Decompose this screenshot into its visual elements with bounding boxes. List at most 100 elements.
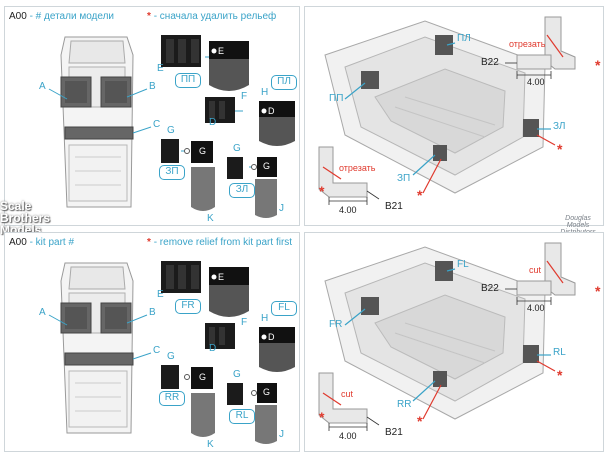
cut-text-1: отрезать (509, 39, 546, 49)
chassis-drawing (318, 242, 576, 431)
callout-A: A (39, 307, 46, 318)
callout-F: F (241, 317, 248, 328)
position-label-rear-right: ЗП (397, 173, 411, 184)
pe-part-E (161, 261, 201, 293)
relief-note-text: - сначала удалить рельеф (153, 11, 277, 22)
leader-lines (48, 314, 152, 360)
chassis-body (324, 20, 546, 194)
pe-label-E: E (218, 46, 225, 56)
part-label-b22: B22 (481, 57, 499, 68)
pe-label-G-left: G (199, 146, 207, 156)
cabin-frame (60, 262, 134, 434)
position-label-front-right: FR (329, 319, 343, 330)
position-label-rear-left: ЗЛ (553, 121, 566, 132)
callout-D: D (209, 117, 217, 128)
callout-G-left: G (167, 351, 175, 362)
asterisk-icon: * (557, 141, 563, 157)
position-label-rear-left: RL (553, 347, 566, 358)
relief-note: * - remove relief from kit part first (147, 237, 292, 248)
callout-G-right: G (233, 369, 241, 380)
asterisk-icon: * (595, 57, 601, 73)
relief-note: * - сначала удалить рельеф (147, 11, 276, 22)
callout-A: A (39, 81, 46, 92)
callout-J: J (279, 429, 284, 440)
panel-top-right-ru: ПЛ ПП ЗЛ ЗП B22 B21 отрезать отрезать 4.… (304, 6, 604, 236)
position-tag-rear-left: ЗЛ (229, 183, 255, 198)
cut-diagram-b21 (318, 372, 380, 431)
panel-subtitle: - kit part # (29, 237, 75, 248)
callout-H: H (261, 313, 269, 324)
cut-text-1: cut (529, 265, 542, 275)
part-code-label: A00 (9, 237, 27, 248)
callout-C: C (153, 119, 161, 130)
watermark-line: Brothers (0, 211, 51, 225)
panel-header: A00 - # детали модели (9, 11, 114, 22)
pe-part-D (205, 97, 235, 123)
pe-label-G-right: G (263, 387, 271, 397)
pe-part-H (259, 101, 295, 146)
pe-part-E (161, 35, 201, 67)
pe-label-G-right: G (263, 161, 271, 171)
kit-parts-drawing (48, 35, 295, 218)
pe-part-D (205, 323, 235, 349)
chassis-body (324, 246, 546, 420)
pe-part-H (259, 327, 295, 372)
position-tag-front-left: ПЛ (271, 75, 297, 90)
position-label-front-right: ПП (329, 93, 344, 104)
cut-diagram-b21 (318, 146, 380, 205)
red-leader-lines (422, 360, 556, 420)
callout-K: K (207, 439, 214, 450)
asterisk-icon: * (319, 409, 325, 425)
asterisk-icon: * (417, 187, 423, 203)
watermark-line: Douglas (565, 215, 591, 222)
part-label-b21: B21 (385, 427, 403, 438)
pe-part-F (209, 267, 249, 317)
part-code-label: A00 (9, 11, 27, 22)
cut-diagram-b22 (505, 242, 576, 305)
pe-part-G-left (161, 365, 215, 437)
asterisk-icon: * (417, 413, 423, 429)
panel-header: A00 - kit part # (9, 237, 74, 248)
pe-part-F (209, 41, 249, 91)
pe-label-D: D (268, 332, 275, 342)
relief-note-text: - remove relief from kit part first (153, 237, 293, 248)
panel-bottom-right-en: FL FR RL RR B22 B21 cut cut 4.00 4.00 * … (304, 232, 604, 452)
asterisk-icon: * (319, 183, 325, 199)
callout-F: F (241, 91, 248, 102)
position-tag-rear-left: RL (229, 409, 255, 424)
pe-label-D: D (268, 106, 275, 116)
position-tag-front-right: FR (175, 299, 201, 314)
watermark-line: Scale (0, 199, 32, 213)
callout-H: H (261, 87, 269, 98)
callout-K: K (207, 213, 214, 224)
chassis-drawing (318, 16, 576, 205)
position-tag-rear-right: ЗП (159, 165, 185, 180)
callout-B: B (149, 81, 156, 92)
leader-lines (344, 42, 551, 176)
red-leader-lines (422, 134, 556, 194)
cut-diagram-b22 (505, 16, 576, 79)
asterisk-icon: * (557, 367, 563, 383)
position-tag-front-right: ПП (175, 73, 201, 88)
position-tag-front-left: FL (271, 301, 297, 316)
callout-J: J (279, 203, 284, 214)
panel-subtitle: - # детали модели (29, 11, 115, 22)
asterisk-icon: * (595, 283, 601, 299)
callout-E: E (157, 63, 164, 74)
position-tag-rear-right: RR (159, 391, 185, 406)
position-label-front-left: FL (457, 259, 469, 270)
callout-D: D (209, 343, 217, 354)
position-label-rear-right: RR (397, 399, 412, 410)
asterisk-icon: * (147, 11, 151, 22)
pe-label-G-left: G (199, 372, 207, 382)
panel-top-left-ru: A00 - # детали модели * - сначала удалит… (4, 6, 300, 226)
panel-bottom-left-en: A00 - kit part # * - remove relief from … (4, 232, 300, 452)
dimension-2: 4.00 (339, 205, 357, 215)
callout-E: E (157, 289, 164, 300)
scale-brothers-watermark: Scale Brothers Models (0, 200, 50, 236)
kit-parts-drawing (48, 261, 295, 444)
part-label-b22: B22 (481, 283, 499, 294)
cabin-frame (60, 36, 134, 208)
cut-text-2: отрезать (339, 163, 376, 173)
dimension-1: 4.00 (527, 303, 545, 313)
